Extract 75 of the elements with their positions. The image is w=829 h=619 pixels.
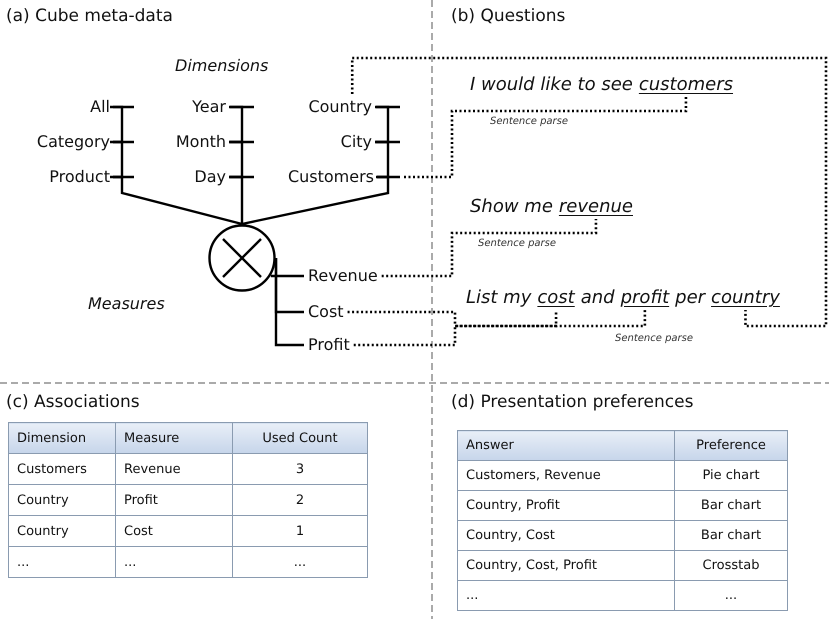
column-header: Preference [674,430,788,460]
group-label: Dimensions [175,56,268,75]
measure-name: Profit [308,334,350,356]
connector-line [274,258,304,346]
connector-line [229,176,244,224]
question-text: and [580,287,615,308]
section-heading: (a) Cube meta-data [6,6,173,26]
dimension-level: Day [194,166,226,188]
group-label: Measures [88,294,165,313]
column-header: Dimension [8,422,116,454]
connector-line [113,176,242,226]
section-heading: (b) Questions [451,6,566,26]
table-cell: Customers, Revenue [458,460,674,490]
table-cell: ... [232,546,368,578]
question-text: per [675,287,706,308]
dimension-level: City [340,131,372,153]
section-heading: (c) Associations [6,392,140,412]
table-cell: Country [8,484,116,516]
connector-line [270,274,304,278]
table-cell: ... [116,546,232,578]
table-cell: Country, Cost [458,520,674,550]
underlined-term: country [711,287,780,308]
edge-label: Sentence parse [615,333,694,344]
underlined-term: customers [638,74,734,95]
connector-line [229,140,244,178]
dimension-level: Product [49,166,110,188]
column-header: Measure [116,422,232,454]
table-cell: Pie chart [674,460,788,490]
table-cell: 1 [232,516,368,546]
edge-label: Sentence parse [478,238,556,249]
measure-name: Cost [308,301,344,323]
table-cell: Crosstab [674,550,788,580]
connector-line [229,106,244,144]
dimension-level: Category [36,131,110,153]
dimension-level: All [90,96,110,118]
table-cell: ... [458,580,674,610]
table-cell: Country [8,516,116,546]
connector-line [113,140,124,178]
table-cell: Cost [116,516,232,546]
table-cell: ... [8,546,116,578]
dotted-connector [404,97,688,178]
dotted-connector [354,310,646,346]
underlined-term: cost [537,287,575,308]
column-header: Used Count [232,422,368,454]
dimension-level: Month [176,131,226,153]
section-heading: (d) Presentation preferences [451,392,694,412]
table-cell: Revenue [116,454,232,484]
table-cell: Country, Cost, Profit [458,550,674,580]
table-cell: Customers [8,454,116,484]
table-cell: Bar chart [674,520,788,550]
underlined-term: revenue [558,196,633,217]
underlined-term: profit [620,287,670,308]
column-header: Answer [458,430,674,460]
connector-line [242,176,390,226]
measure-name: Revenue [308,265,378,287]
dimension-level: Country [308,96,372,118]
edge-label: Sentence parse [490,116,568,127]
table-cell: 3 [232,454,368,484]
table-cell: Country, Profit [458,490,674,520]
table-cell: ... [674,580,788,610]
table-cell: Bar chart [674,490,788,520]
connector-line [375,106,390,144]
connector-line [375,140,390,178]
question-text: I would like to see [470,74,633,95]
cross-circle [208,224,276,292]
question-text: List my [466,287,532,308]
dotted-connector [350,56,828,328]
dimension-level: Customers [288,166,374,188]
table-cell: 2 [232,484,368,516]
connector-line [113,106,124,144]
question-text: Show me [470,196,553,217]
table-cell: Profit [116,484,232,516]
dimension-level: Year [192,96,226,118]
dotted-connector [348,310,558,328]
dotted-connector [382,219,598,278]
